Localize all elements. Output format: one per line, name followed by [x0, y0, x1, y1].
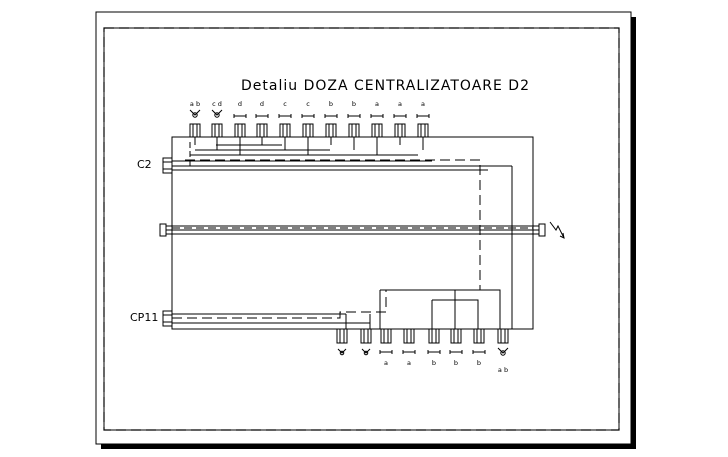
- top-terminal-label: d: [260, 100, 264, 108]
- top-terminal: c: [301, 100, 315, 155]
- top-terminal-label: a: [375, 100, 379, 108]
- c2-connector: [162, 157, 173, 174]
- top-terminal: a b: [189, 100, 201, 145]
- bottom-terminal: a: [379, 328, 393, 367]
- bottom-terminal: b: [472, 328, 486, 367]
- top-terminal-label: c: [306, 100, 310, 108]
- top-terminal-label: d: [238, 100, 242, 108]
- top-terminal: c: [278, 100, 292, 150]
- top-terminal: d: [255, 100, 269, 145]
- bottom-terminal-label: a b: [498, 366, 508, 374]
- top-terminal: d: [233, 100, 247, 155]
- bottom-terminal-label: b: [454, 359, 458, 367]
- bottom-terminal-label: a: [384, 359, 388, 367]
- top-terminal: c d: [211, 100, 223, 150]
- inner-frame-dashed: [103, 27, 620, 431]
- ground-symbol: [549, 221, 565, 239]
- bottom-terminal-label: b: [432, 359, 436, 367]
- bottom-terminal: a: [402, 328, 416, 367]
- top-terminal: a: [370, 100, 384, 155]
- horizontal-rail: [159, 223, 546, 237]
- top-terminal-label: a b: [190, 100, 200, 108]
- top-terminal-label: a: [398, 100, 402, 108]
- top-terminal-label: c d: [212, 100, 222, 108]
- top-terminal-label: b: [329, 100, 333, 108]
- top-dashed-wire: [185, 159, 481, 290]
- cp11-label: CP11: [130, 311, 158, 324]
- cp11-connector: [162, 310, 173, 327]
- bottom-terminal: [336, 328, 348, 356]
- bottom-dashed-wire: [172, 290, 387, 319]
- top-terminal: b: [347, 100, 361, 150]
- bottom-terminal: a b: [497, 328, 509, 374]
- drawing-title: Detaliu DOZA CENTRALIZATOARE D2: [241, 78, 530, 94]
- bottom-terminal-label: b: [477, 359, 481, 367]
- bottom-terminal-label: a: [407, 359, 411, 367]
- top-terminal-label: a: [421, 100, 425, 108]
- bottom-terminal: b: [449, 328, 463, 367]
- top-terminal-label: b: [352, 100, 356, 108]
- bottom-terminal: b: [427, 328, 441, 367]
- top-terminal-label: c: [283, 100, 287, 108]
- top-terminal: a: [416, 100, 430, 150]
- bottom-terminal: [360, 328, 372, 356]
- top-terminal: b: [324, 100, 338, 145]
- c2-label: C2: [137, 158, 152, 171]
- bottom-wiring: [172, 289, 501, 329]
- top-terminal: a: [393, 100, 407, 145]
